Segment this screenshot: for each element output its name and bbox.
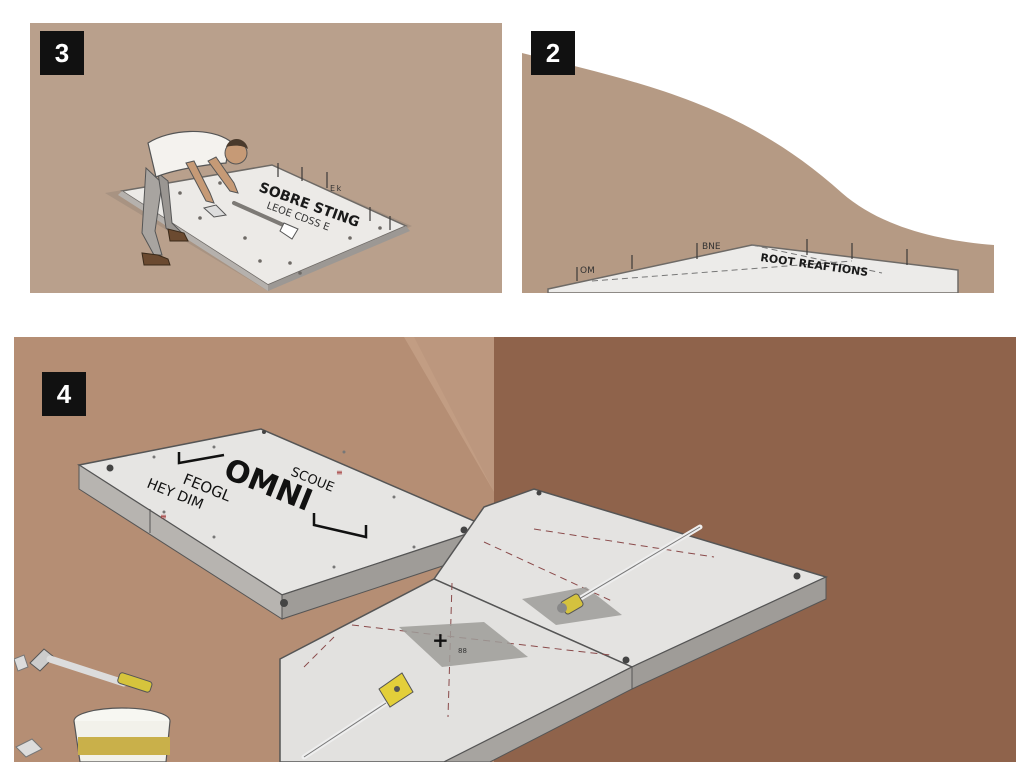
step-2-panel: OM BNE ROOT REAFTIONS 2: [522, 23, 994, 293]
level-tool-icon: [301, 672, 414, 760]
paint-roller-icon: [557, 524, 703, 615]
step-4-panel: SCOUE OMNI FEOGL HEY DIM ≡ ≡: [14, 337, 1016, 762]
svg-text:BNE: BNE: [702, 242, 721, 252]
step-4-badge: 4: [42, 372, 86, 416]
scraper-tool-icon: [29, 648, 153, 693]
svg-text:OM: OM: [580, 266, 595, 276]
svg-text:+: +: [432, 628, 449, 652]
paint-bucket-icon: [14, 654, 171, 762]
concrete-slab-left: SCOUE OMNI FEOGL HEY DIM ≡ ≡: [77, 428, 491, 620]
step-2-badge: 2: [531, 31, 575, 75]
svg-text:≡: ≡: [160, 512, 167, 521]
svg-text:E k: E k: [330, 184, 342, 193]
step-3-panel: 3 SOBRE STING LEOE CDSS E E k: [30, 23, 502, 293]
step-2-illustration: OM BNE ROOT REAFTIONS: [522, 53, 994, 293]
svg-text:≡: ≡: [336, 468, 343, 477]
step-3-badge: 3: [40, 31, 84, 75]
worker-icon: [141, 130, 248, 266]
svg-text:88: 88: [458, 647, 467, 655]
step-3-illustration: SOBRE STING LEOE CDSS E E k: [105, 130, 412, 291]
step-4-illustration: SCOUE OMNI FEOGL HEY DIM ≡ ≡: [14, 337, 1016, 762]
trowel-icon: [202, 201, 299, 240]
